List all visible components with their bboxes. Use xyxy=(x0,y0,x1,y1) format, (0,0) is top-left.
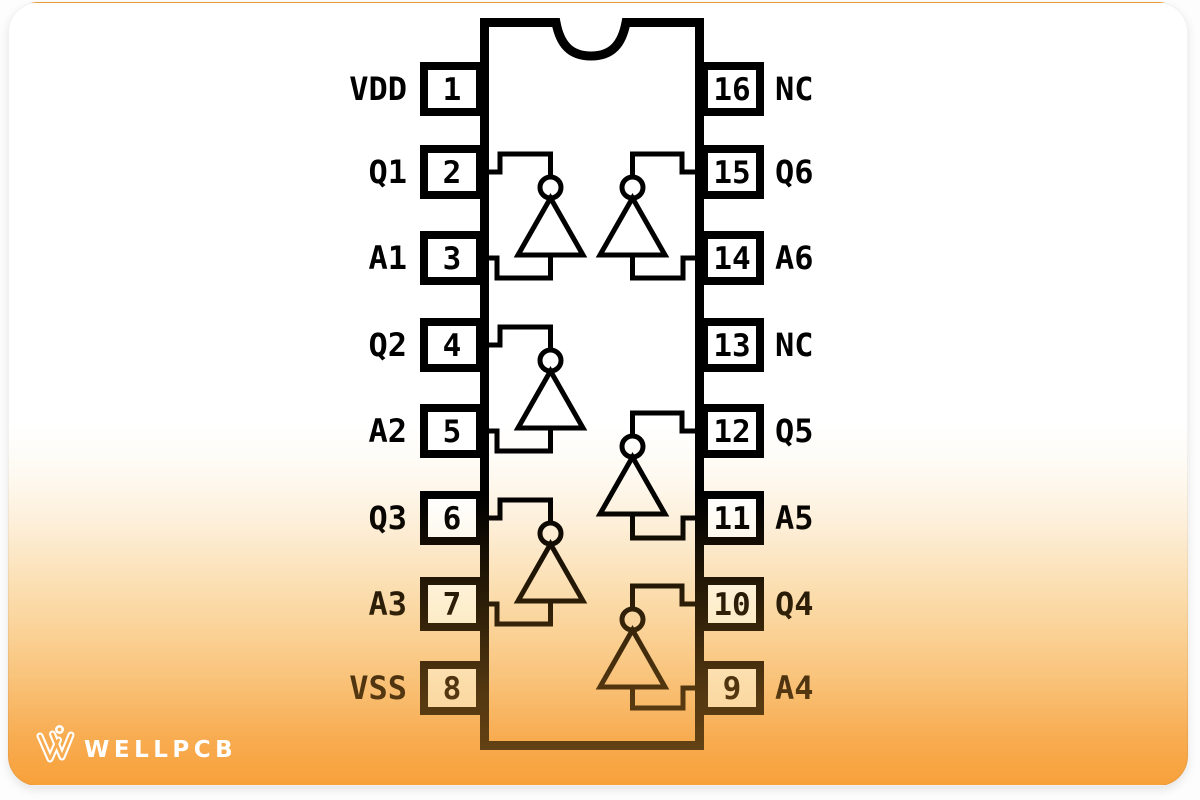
pin-10: 10 Q4 xyxy=(700,577,814,631)
pin-1-label: VDD xyxy=(349,70,407,108)
pin-3-label: A1 xyxy=(368,239,407,277)
inverter-6 xyxy=(595,583,700,711)
pin-11-number: 11 xyxy=(713,501,750,537)
pin-7-label: A3 xyxy=(368,585,407,623)
pin-5-box xyxy=(420,404,484,458)
ic-package-outline xyxy=(480,18,704,750)
pin-9-number: 9 xyxy=(723,671,742,707)
pin-10-number: 10 xyxy=(713,587,750,623)
pin-16: 16 NC xyxy=(700,62,814,116)
pin-15: 15 Q6 xyxy=(700,145,814,199)
pin-14-label: A6 xyxy=(775,239,814,277)
inverter-2-triangle xyxy=(595,192,670,258)
pin-1-number: 1 xyxy=(443,72,462,108)
pin-4: 4 Q2 xyxy=(368,318,484,372)
inverter-2-input-wire xyxy=(630,255,700,281)
pin-14-number: 14 xyxy=(713,241,750,277)
wellpcb-logo-mark-icon xyxy=(36,724,75,763)
pin-4-number: 4 xyxy=(443,328,462,364)
pin-9: 9 A4 xyxy=(700,661,814,715)
pin-13-number: 13 xyxy=(713,328,750,364)
wellpcb-logo-text: WELLPCB xyxy=(84,737,237,763)
pin-9-box xyxy=(700,661,764,715)
pin-1: 1 VDD xyxy=(349,62,484,116)
inverter-4-output-wire xyxy=(630,410,700,436)
pin-5: 5 A2 xyxy=(368,404,484,458)
pin-3-number: 3 xyxy=(443,241,462,277)
pin-5-label: A2 xyxy=(368,412,407,450)
pin-16-number: 16 xyxy=(713,72,750,108)
pin-6: 6 Q3 xyxy=(368,491,484,545)
pin-8-box xyxy=(420,661,484,715)
inverter-5-input-wire xyxy=(484,601,553,627)
pin-10-box xyxy=(700,577,764,631)
inverter-6-output-wire xyxy=(630,583,700,609)
pin-12: 12 Q5 xyxy=(700,404,814,458)
pin-2: 2 Q1 xyxy=(368,145,484,199)
pin-5-number: 5 xyxy=(443,414,462,450)
pin-7-number: 7 xyxy=(443,587,462,623)
pin-11-label: A5 xyxy=(775,499,814,537)
pin-1-box xyxy=(420,62,484,116)
pin-3: 3 A1 xyxy=(368,231,484,285)
pin-13-box xyxy=(700,318,764,372)
pin-6-label: Q3 xyxy=(368,499,407,537)
pin-6-number: 6 xyxy=(443,501,462,537)
pin-16-label: NC xyxy=(775,70,814,108)
pin-2-number: 2 xyxy=(443,155,462,191)
inverter-4-input-wire xyxy=(630,514,700,541)
pin-16-box xyxy=(700,62,764,116)
inverter-1 xyxy=(484,151,588,281)
pin-4-box xyxy=(420,318,484,372)
pin-12-number: 12 xyxy=(713,414,750,450)
inverter-6-input-wire xyxy=(630,685,700,711)
pin-2-label: Q1 xyxy=(368,153,407,191)
pin-13: 13 NC xyxy=(700,318,814,372)
inverter-3-output-wire xyxy=(484,324,553,350)
pin-7-box xyxy=(420,577,484,631)
pin-13-label: NC xyxy=(775,326,814,364)
inverter-1-input-wire xyxy=(484,255,553,281)
inverter-3-input-wire xyxy=(484,428,553,454)
pin-8-number: 8 xyxy=(443,671,462,707)
inverter-6-triangle xyxy=(595,624,670,690)
pin-10-label: Q4 xyxy=(775,585,814,623)
wellpcb-logo: WELLPCB xyxy=(36,724,237,763)
pin-4-label: Q2 xyxy=(368,326,407,364)
pin-15-label: Q6 xyxy=(775,153,814,191)
pin-8-label: VSS xyxy=(349,669,407,707)
pin-12-box xyxy=(700,404,764,458)
pin-2-box xyxy=(420,145,484,199)
inverter-5 xyxy=(484,497,588,627)
pin-14: 14 A6 xyxy=(700,231,814,285)
inverter-3 xyxy=(484,324,588,454)
gradient-card xyxy=(8,2,1188,786)
pin-15-number: 15 xyxy=(713,155,750,191)
pin-9-label: A4 xyxy=(775,669,814,707)
inverter-1-triangle xyxy=(513,192,588,258)
pin-11-box xyxy=(700,491,764,545)
inverter-5-triangle xyxy=(513,538,588,604)
inverter-4 xyxy=(595,410,700,541)
inverter-2-output-wire xyxy=(630,151,700,177)
pin-14-box xyxy=(700,231,764,285)
pin-3-box xyxy=(420,231,484,285)
pin-6-box xyxy=(420,491,484,545)
pin-8: 8 VSS xyxy=(349,661,484,715)
pin-15-box xyxy=(700,145,764,199)
inverter-5-output-wire xyxy=(484,497,553,523)
pin-7: 7 A3 xyxy=(368,577,484,631)
inverter-1-output-wire xyxy=(484,151,553,177)
pin-11: 11 A5 xyxy=(700,491,814,545)
inverter-3-triangle xyxy=(513,365,588,431)
pin-12-label: Q5 xyxy=(775,412,814,450)
inverter-2 xyxy=(595,151,700,281)
inverter-4-triangle xyxy=(595,451,670,517)
